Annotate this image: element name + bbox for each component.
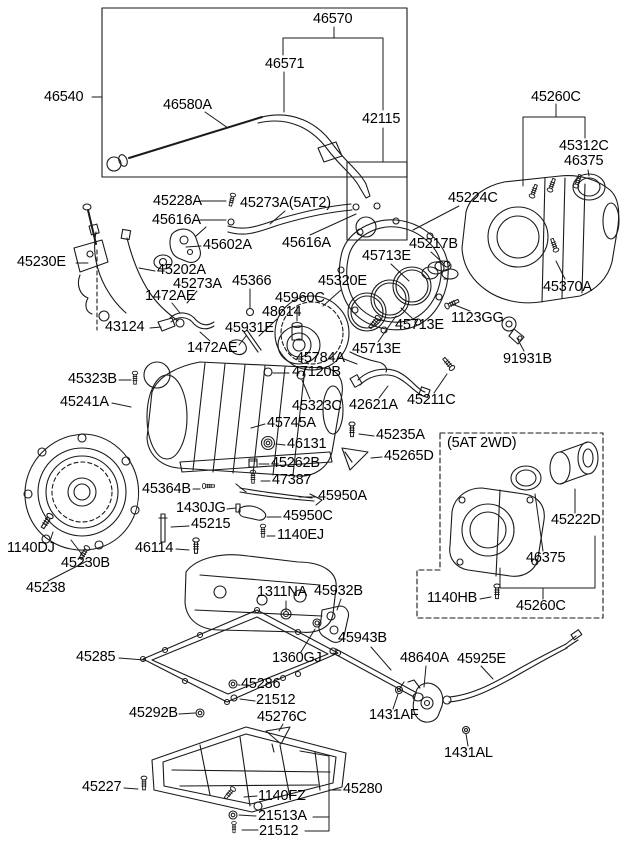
dipstick-assembly-box <box>101 7 408 241</box>
oil-pan-and-gasket-drawing <box>139 606 347 834</box>
valve-body-drawing <box>184 554 350 643</box>
shift-rod-cable-drawing <box>329 629 583 735</box>
breather-hose-drawing <box>227 192 360 235</box>
clutch-drum-and-rings-drawing <box>263 260 459 380</box>
transmission-case-drawing <box>131 355 457 554</box>
leader-lines <box>47 26 596 832</box>
variant-5at2wd-box <box>416 432 604 619</box>
harness-and-levers-drawing <box>73 203 303 356</box>
bell-housing-drawing <box>23 433 140 561</box>
transfer-case-drawing <box>337 173 620 345</box>
